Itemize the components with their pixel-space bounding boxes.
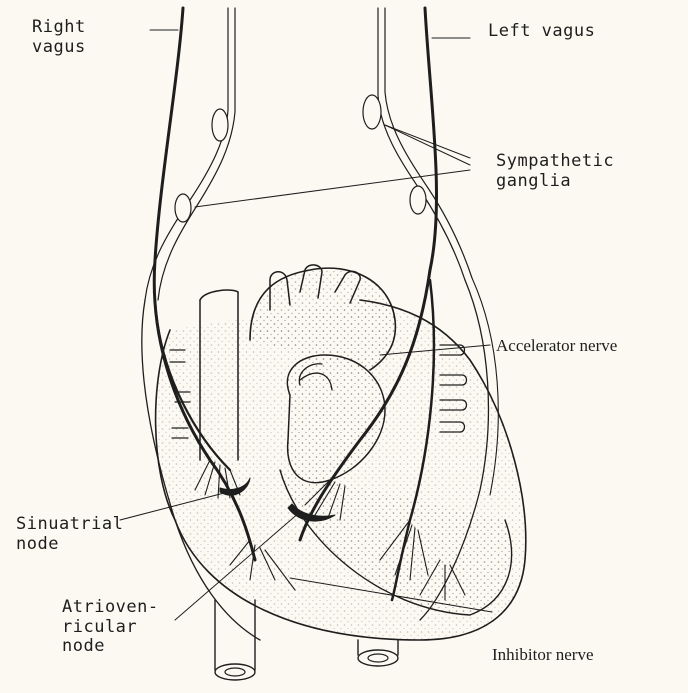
leader-sympathetic-1 — [385, 125, 470, 165]
label-atrioventricular-node: Atrioven- ricular node — [62, 598, 159, 657]
left-sympathetic-chain — [378, 8, 465, 280]
label-left-vagus: Left vagus — [488, 22, 595, 42]
label-right-vagus: Right vagus — [32, 18, 86, 57]
inferior-vena-cava — [215, 600, 255, 670]
right-sympathetic-chain — [145, 8, 228, 300]
label-sinuatrial-node: Sinuatrial node — [16, 515, 123, 554]
label-sympathetic-ganglia: Sympathetic ganglia — [496, 152, 614, 191]
label-accelerator-nerve: Accelerator nerve — [496, 336, 617, 356]
label-inhibitor-nerve: Inhibitor nerve — [492, 645, 594, 665]
